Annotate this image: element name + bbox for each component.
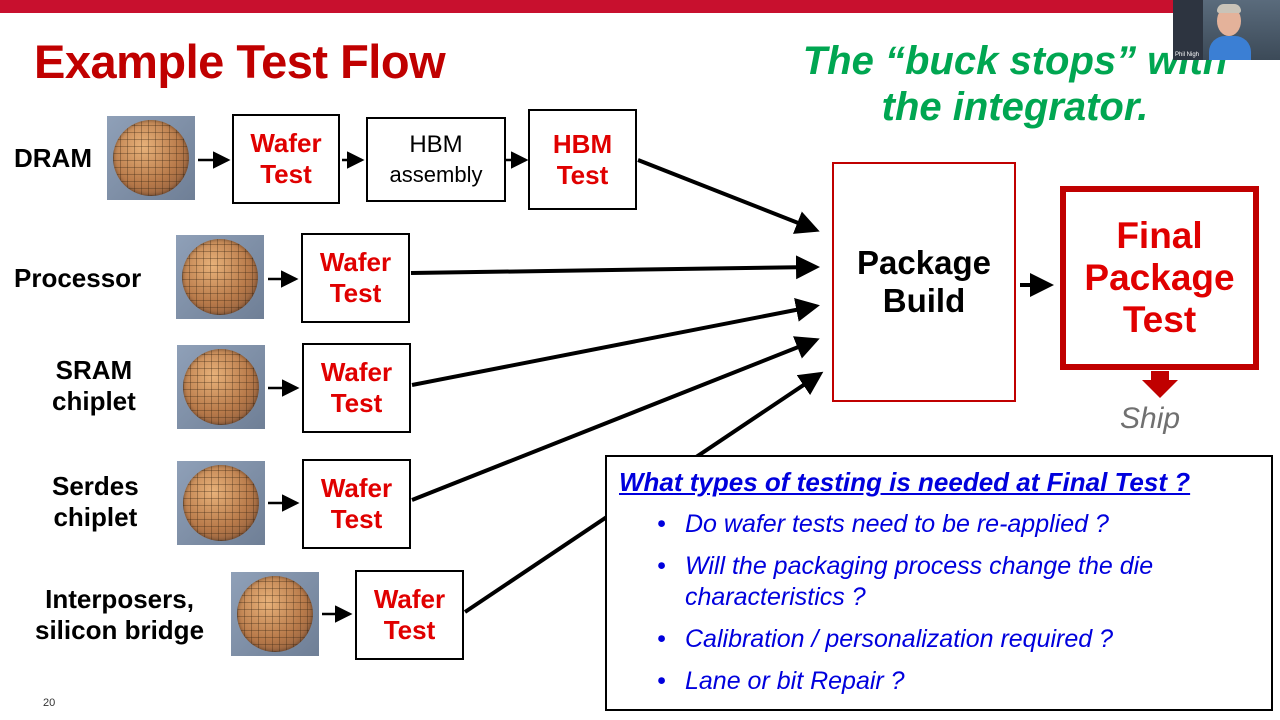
top-accent-bar [0, 0, 1280, 13]
quote-line-2: the integrator. [881, 85, 1149, 129]
wafer-image-dram [107, 116, 195, 200]
webcam-name-label: Phil Nigh [1175, 52, 1200, 58]
arrow-processor-to-package [410, 255, 820, 280]
slide-number: 20 [43, 697, 56, 709]
webcam-thumbnail: Phil Nigh [1173, 0, 1280, 60]
question-item: •Do wafer tests need to be re-applied ? [657, 510, 1109, 538]
integrator-quote: The “buck stops” with the integrator. [780, 38, 1250, 130]
question-item: •Lane or bit Repair ? [657, 667, 905, 695]
questions-list: •Do wafer tests need to be re-applied ? … [657, 509, 1257, 708]
questions-heading: What types of testing is needed at Final… [619, 467, 1191, 497]
source-label-serdes: Serdes chiplet [52, 471, 139, 532]
arrow-serdes-to-package [411, 336, 820, 502]
final-test-questions-box: What types of testing is needed at Final… [605, 455, 1273, 711]
source-label-processor: Processor [14, 263, 142, 293]
bullet-icon: • [657, 510, 666, 538]
question-item: •Calibration / personalization required … [657, 625, 1114, 653]
arrow-sram-to-package [411, 298, 820, 387]
wafer-image-serdes [177, 461, 265, 545]
ship-down-arrow [1142, 371, 1178, 398]
wafer-image-interposers [231, 572, 319, 656]
wafer-image-processor [176, 235, 264, 319]
arrow-hbmtest-to-package [637, 158, 820, 234]
wafer-image-sram [177, 345, 265, 429]
bullet-icon: • [657, 667, 666, 695]
bullet-icon: • [657, 552, 666, 580]
quote-line-1: The “buck stops” with [802, 39, 1228, 83]
ship-label: Ship [1120, 402, 1181, 435]
slide-title: Example Test Flow [34, 35, 446, 88]
source-label-dram: DRAM [14, 143, 92, 173]
source-label-sram: SRAM chiplet [52, 355, 136, 416]
question-item: •Will the packaging process change the d… [657, 552, 1154, 611]
source-label-interposers: Interposers, silicon bridge [35, 584, 205, 645]
bullet-icon: • [657, 625, 666, 653]
